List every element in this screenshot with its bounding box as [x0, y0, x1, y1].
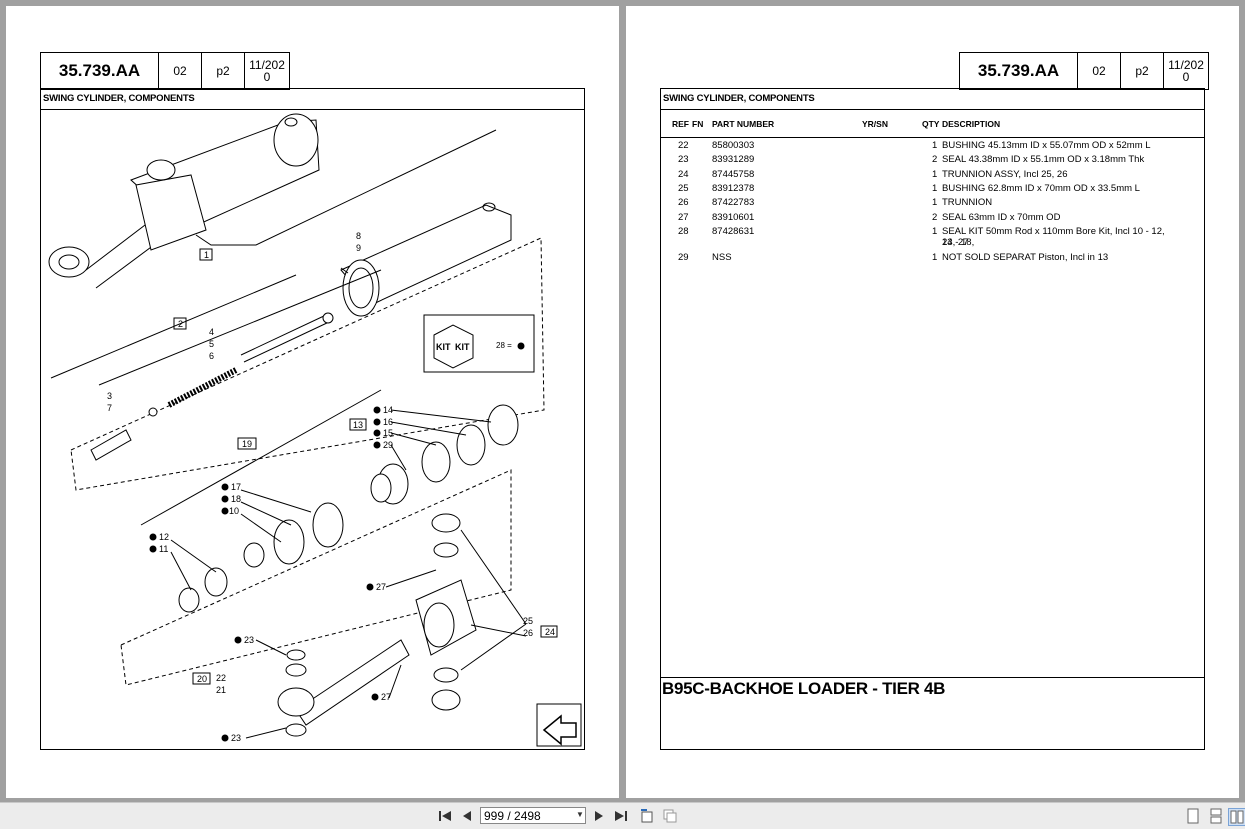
row-part: 85800303	[712, 140, 754, 151]
chevron-down-icon[interactable]: ▼	[576, 810, 584, 819]
svg-text:2: 2	[178, 319, 183, 329]
copy-icon[interactable]	[662, 808, 678, 824]
svg-text:KIT: KIT	[455, 342, 470, 352]
svg-text:19: 19	[242, 439, 252, 449]
svg-text:13: 13	[353, 420, 363, 430]
row-desc: SEAL 43.38mm ID x 55.1mm OD x 3.18mm Thk	[942, 154, 1144, 165]
row-desc: BUSHING 45.13mm ID x 55.07mm OD x 52mm L	[942, 140, 1151, 151]
svg-text:KIT: KIT	[436, 342, 451, 352]
col-fn: FN	[692, 119, 703, 129]
two-page-icon[interactable]	[1228, 808, 1245, 826]
row-qty: 2	[932, 154, 937, 165]
diagram-frame: SWING CYLINDER, COMPONENTS	[40, 88, 585, 750]
svg-text:21: 21	[216, 685, 226, 695]
header-date: 11/2020	[245, 53, 289, 89]
row-ref: 28	[678, 226, 689, 237]
continuous-page-icon[interactable]	[1208, 808, 1224, 824]
svg-text:9: 9	[356, 243, 361, 253]
col-part-number: PART NUMBER	[712, 119, 774, 129]
single-page-icon[interactable]	[1185, 808, 1201, 824]
row-ref: 24	[678, 169, 689, 180]
page-header-right: 35.739.AA 02 p2 11/2020	[959, 52, 1209, 90]
svg-text:12: 12	[159, 532, 169, 542]
row-qty: 1	[932, 140, 937, 151]
header-col3-right: p2	[1121, 53, 1164, 89]
section-title: SWING CYLINDER, COMPONENTS	[43, 93, 195, 104]
svg-text:3: 3	[107, 391, 112, 401]
row-desc: NOT SOLD SEPARAT Piston, Incl in 13	[942, 252, 1108, 263]
row-part: 83912378	[712, 183, 754, 194]
col-qty: QTY	[922, 119, 939, 129]
header-col2-right: 02	[1078, 53, 1121, 89]
last-page-icon[interactable]	[613, 808, 629, 824]
svg-text:17: 17	[231, 482, 241, 492]
header-col3: p2	[202, 53, 245, 89]
next-page-icon[interactable]	[591, 808, 607, 824]
svg-text:20: 20	[197, 674, 207, 684]
row-ref: 27	[678, 212, 689, 223]
row-ref: 22	[678, 140, 689, 151]
row-part: 87428631	[712, 226, 754, 237]
row-ref: 29	[678, 252, 689, 263]
row-ref: 25	[678, 183, 689, 194]
col-yrsn: YR/SN	[862, 119, 888, 129]
svg-text:6: 6	[209, 351, 214, 361]
page-header: 35.739.AA 02 p2 11/2020	[40, 52, 290, 90]
col-ref: REF	[672, 119, 689, 129]
section-title-right: SWING CYLINDER, COMPONENTS	[663, 93, 815, 104]
section-code-right: 35.739.AA	[960, 53, 1078, 89]
header-col2: 02	[159, 53, 202, 89]
row-qty: 2	[932, 212, 937, 223]
svg-text:23: 23	[231, 733, 241, 743]
viewer-toolbar: ▼	[0, 802, 1245, 829]
row-desc: TRUNNION	[942, 197, 992, 208]
rotate-icon[interactable]	[639, 808, 655, 824]
row-part: NSS	[712, 252, 732, 263]
prev-page-icon[interactable]	[459, 808, 475, 824]
left-page: 35.739.AA 02 p2 11/2020 SWING CYLINDER, …	[6, 6, 619, 798]
svg-text:23: 23	[244, 635, 254, 645]
svg-text:24: 24	[545, 627, 555, 637]
row-qty: 1	[932, 169, 937, 180]
svg-text:1: 1	[204, 250, 209, 260]
row-part: 87445758	[712, 169, 754, 180]
row-qty: 1	[932, 252, 937, 263]
row-part: 83910601	[712, 212, 754, 223]
row-ref: 23	[678, 154, 689, 165]
svg-text:27: 27	[376, 582, 386, 592]
row-ref: 26	[678, 197, 689, 208]
row-desc-cont: 23, 27	[942, 237, 968, 248]
svg-text:18: 18	[231, 494, 241, 504]
exploded-parts-diagram: KIT KIT 28 =	[41, 110, 584, 750]
row-desc: BUSHING 62.8mm ID x 70mm OD x 33.5mm L	[942, 183, 1140, 194]
model-title: B95C-BACKHOE LOADER - TIER 4B	[662, 679, 945, 699]
cylinder-barrel	[341, 203, 511, 316]
row-part: 87422783	[712, 197, 754, 208]
svg-text:28 =: 28 =	[496, 341, 512, 350]
svg-text:4: 4	[209, 327, 214, 337]
row-part: 83931289	[712, 154, 754, 165]
right-page: 35.739.AA 02 p2 11/2020 SWING CYLINDER, …	[626, 6, 1239, 798]
col-description: DESCRIPTION	[942, 119, 1000, 129]
page-number-input[interactable]	[480, 807, 586, 824]
svg-text:26: 26	[523, 628, 533, 638]
row-desc: SEAL 63mm ID x 70mm OD	[942, 212, 1060, 223]
header-date-right: 11/2020	[1164, 53, 1208, 89]
row-qty: 1	[932, 183, 937, 194]
svg-text:8: 8	[356, 231, 361, 241]
section-code: 35.739.AA	[41, 53, 159, 89]
svg-text:11: 11	[159, 544, 168, 554]
svg-text:5: 5	[209, 339, 214, 349]
row-qty: 1	[932, 226, 937, 237]
svg-text:10: 10	[229, 506, 239, 516]
row-desc: SEAL KIT 50mm Rod x 110mm Bore Kit, Incl…	[942, 226, 1171, 248]
svg-text:7: 7	[107, 403, 112, 413]
row-qty: 1	[932, 197, 937, 208]
row-desc: TRUNNION ASSY, Incl 25, 26	[942, 169, 1068, 180]
first-page-icon[interactable]	[437, 808, 453, 824]
svg-text:22: 22	[216, 673, 226, 683]
